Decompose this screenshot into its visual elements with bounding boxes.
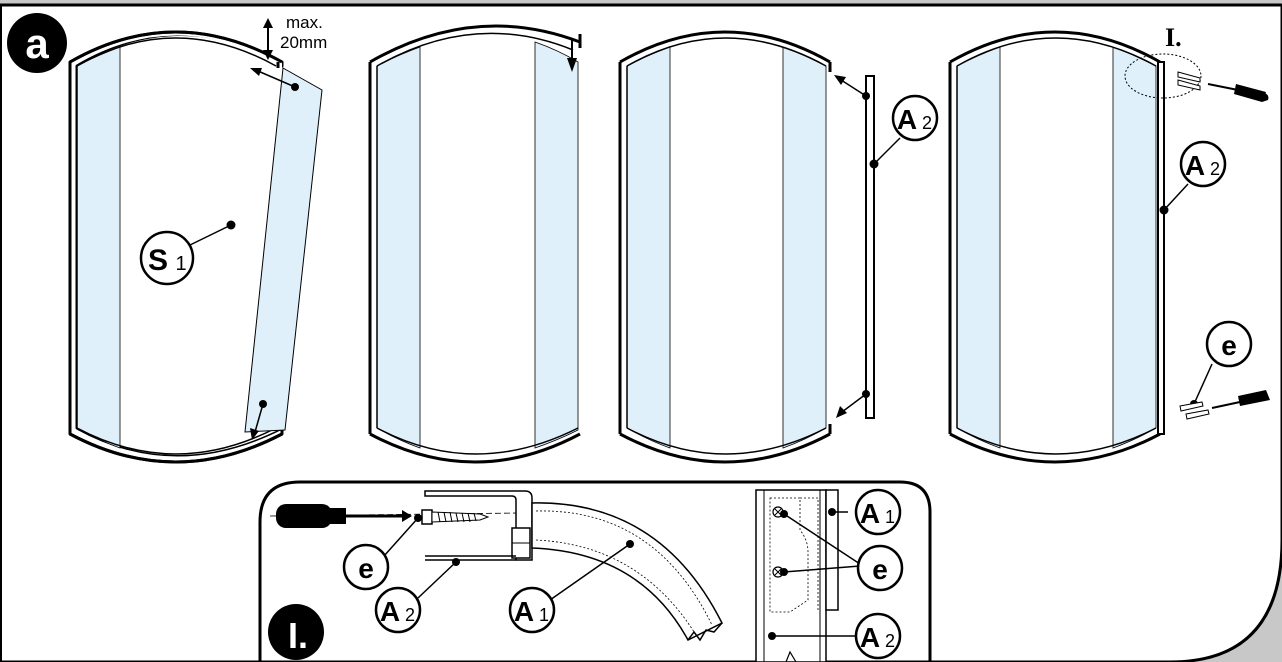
screwdriver-icon-bottom	[1211, 390, 1270, 409]
screw-icon-top	[1177, 71, 1201, 91]
svg-text:1: 1	[539, 605, 549, 625]
profile-a2-mounted	[1157, 61, 1165, 435]
panel-2	[368, 24, 582, 464]
callout-e-panel4: e	[1205, 320, 1253, 368]
panel-1: max. 20mm S 1	[68, 13, 327, 464]
callout-a2-panel4: A 2	[1179, 140, 1227, 188]
svg-text:A: A	[860, 498, 880, 529]
callout-e-detail-left: e	[342, 543, 390, 591]
svg-text:2: 2	[922, 113, 932, 133]
svg-text:2: 2	[885, 631, 895, 651]
max-note-line1: max.	[286, 13, 323, 32]
callout-s1: S 1	[139, 230, 195, 286]
panel-4: I. A 2 e	[948, 23, 1270, 464]
svg-text:2: 2	[405, 605, 415, 625]
svg-text:S: S	[148, 244, 168, 277]
max-note-line2: 20mm	[280, 33, 327, 52]
profile-a2	[865, 75, 875, 419]
detail-box: I. e	[258, 480, 932, 662]
svg-text:A: A	[380, 596, 400, 627]
svg-text:A: A	[1185, 150, 1205, 181]
svg-text:A: A	[860, 622, 880, 653]
svg-text:A: A	[514, 596, 534, 627]
callout-a2-detail-left: A 2	[374, 586, 422, 634]
svg-text:e: e	[1221, 330, 1237, 361]
vertical-profile-detail	[755, 489, 839, 662]
step-label: a	[25, 20, 49, 67]
screwdriver-icon-detail	[276, 504, 412, 528]
screw-icon-detail	[421, 509, 490, 525]
panel-3: A 2	[618, 30, 939, 464]
svg-text:1: 1	[175, 253, 186, 275]
glass-sheet	[244, 67, 323, 433]
svg-text:e: e	[358, 553, 374, 584]
left-margin-strip	[0, 5, 2, 662]
profile-section	[424, 490, 533, 561]
callout-e-detail-right: e	[856, 544, 904, 592]
callout-a2-detail-right: A 2	[854, 612, 902, 660]
callout-a2-panel3: A 2	[891, 94, 939, 142]
svg-text:1: 1	[885, 507, 895, 527]
screwdriver-icon-top	[1207, 83, 1269, 102]
detail-marker-ellipse	[1124, 53, 1202, 99]
callout-a1-detail-right: A 1	[854, 488, 902, 536]
callout-a1-detail-left: A 1	[508, 586, 556, 634]
svg-text:A: A	[897, 104, 917, 135]
screw-icon-bottom	[1179, 401, 1210, 420]
detail-label: I.	[288, 615, 308, 656]
step-badge: a	[7, 13, 67, 73]
svg-text:2: 2	[1210, 159, 1220, 179]
svg-text:e: e	[872, 554, 888, 585]
detail-marker-label: I.	[1165, 23, 1182, 52]
